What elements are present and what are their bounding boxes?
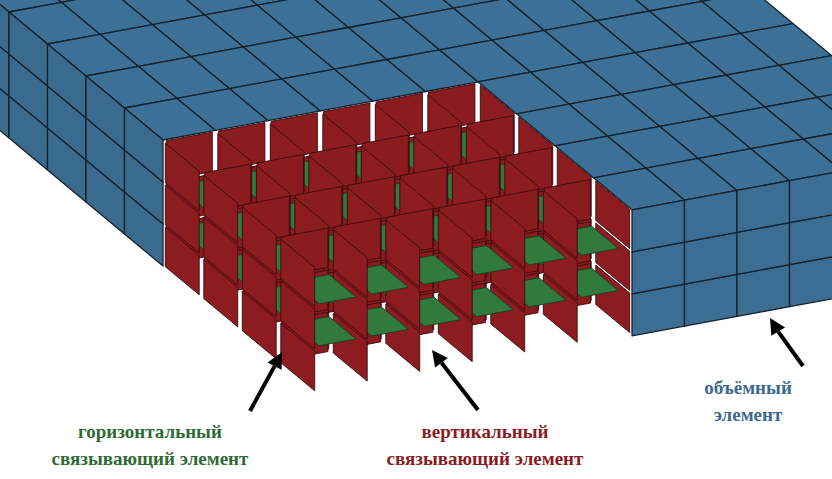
solid-element-cell bbox=[9, 12, 48, 86]
solid-element-cell bbox=[632, 200, 685, 252]
solid-element-cell bbox=[86, 76, 125, 150]
finite-element-mesh bbox=[0, 0, 832, 391]
component-label: вертикальный связывающий элемент bbox=[373, 418, 597, 472]
vertical-cohesive-element bbox=[204, 175, 238, 243]
component-label: горизонтальный связывающий элемент bbox=[38, 418, 262, 472]
solid-element-cell bbox=[790, 171, 832, 223]
solid-element-cell bbox=[818, 88, 832, 130]
solid-element-cell bbox=[779, 56, 832, 98]
leader-arrow bbox=[442, 363, 479, 410]
solid-element-cell bbox=[737, 181, 790, 233]
vertical-cohesive-element bbox=[543, 191, 577, 259]
vertical-cohesive-element bbox=[438, 210, 472, 278]
component-label: объёмный элемент bbox=[688, 374, 808, 428]
vertical-cohesive-element bbox=[386, 220, 420, 288]
solid-element-cell bbox=[804, 129, 832, 171]
vertical-cohesive-element bbox=[491, 200, 525, 268]
arrow-head bbox=[432, 350, 448, 368]
arrow-head bbox=[268, 352, 282, 370]
vertical-cohesive-element bbox=[333, 230, 367, 298]
solid-element-cell bbox=[0, 0, 9, 54]
solid-element-cell bbox=[48, 44, 87, 118]
vertical-cohesive-element bbox=[165, 143, 199, 211]
vertical-cohesive-element bbox=[596, 181, 630, 249]
vertical-cohesive-element bbox=[281, 239, 315, 307]
solid-element-cell bbox=[765, 97, 832, 139]
arrow-head bbox=[770, 318, 785, 336]
leader-arrow bbox=[778, 332, 803, 366]
vertical-cohesive-element bbox=[242, 207, 276, 275]
leader-arrow bbox=[250, 366, 275, 411]
solid-element-cell bbox=[125, 108, 164, 182]
solid-element-cell bbox=[685, 190, 738, 242]
